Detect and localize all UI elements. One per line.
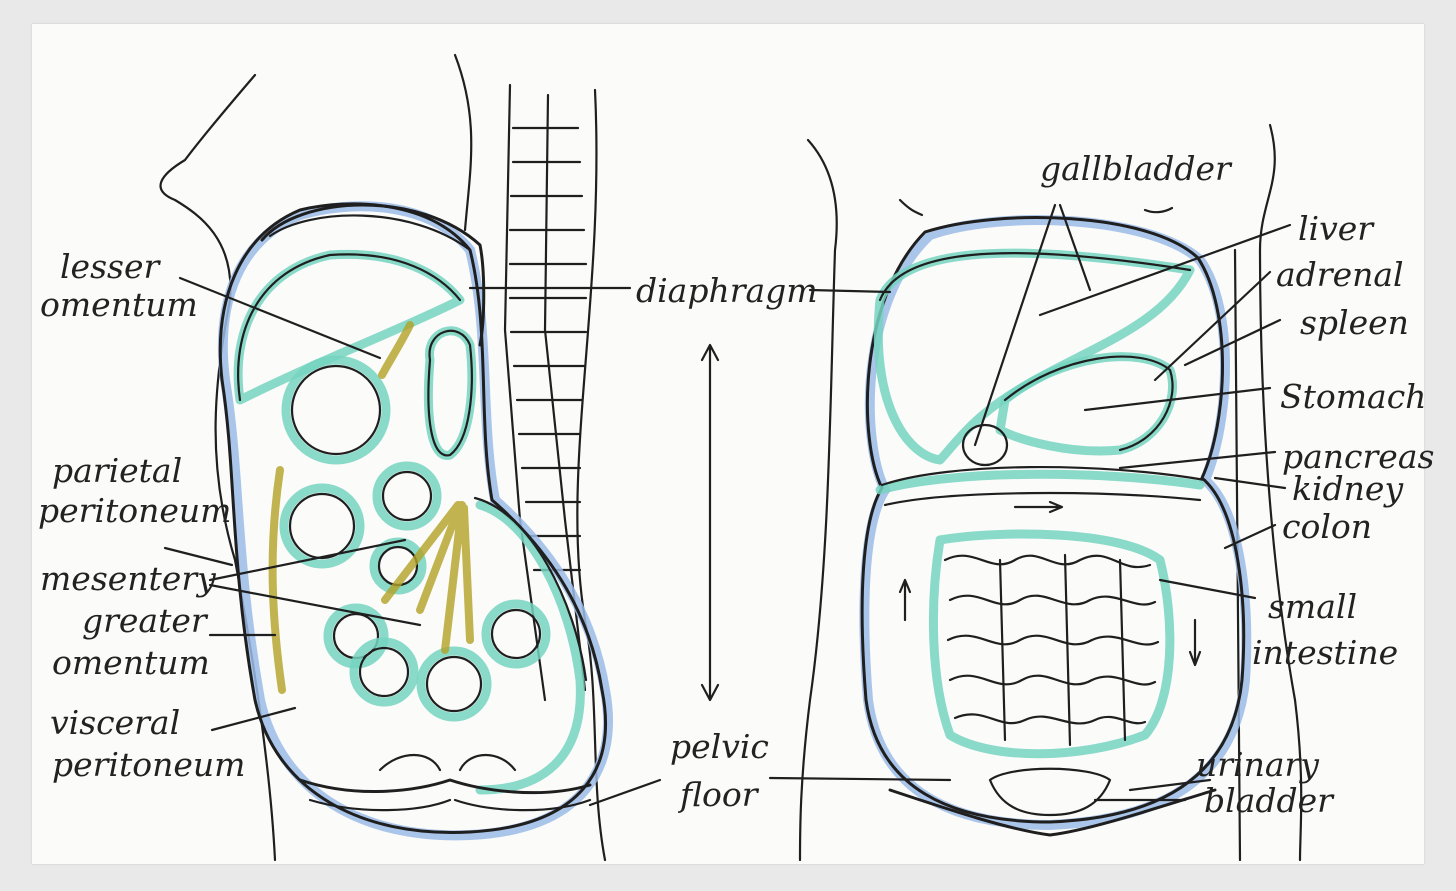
label-intestine: intestine bbox=[1252, 633, 1398, 672]
labels: lesser omentum parietal peritoneum mesen… bbox=[38, 149, 1434, 820]
small-intestine-coils bbox=[928, 529, 1175, 759]
label-spleen: spleen bbox=[1300, 303, 1409, 342]
transverse-colon bbox=[875, 469, 1205, 495]
label-liver: liver bbox=[1298, 209, 1375, 248]
frontal-view bbox=[798, 123, 1303, 862]
urinary-bladder-shape bbox=[988, 767, 1112, 817]
label-adrenal: adrenal bbox=[1276, 255, 1404, 294]
label-small: small bbox=[1268, 587, 1357, 626]
right-cavity-outline bbox=[860, 216, 1246, 824]
label-peritoneum-visceral: peritoneum bbox=[52, 745, 245, 784]
label-pancreas: pancreas bbox=[1282, 437, 1434, 476]
label-omentum-greater: omentum bbox=[52, 643, 210, 682]
back-contour bbox=[576, 88, 607, 862]
greater-omentum-gold bbox=[268, 466, 286, 694]
label-kidney: kidney bbox=[1292, 469, 1403, 508]
leader-lines bbox=[163, 203, 1292, 807]
label-stomach: Stomach bbox=[1280, 377, 1426, 416]
label-colon: colon bbox=[1282, 507, 1372, 546]
torso-right-edge bbox=[1258, 123, 1303, 862]
label-floor: floor bbox=[677, 775, 760, 814]
torso-left-edge bbox=[798, 138, 838, 862]
label-greater: greater bbox=[82, 601, 209, 640]
label-pelvic: pelvic bbox=[670, 727, 769, 766]
label-bladder: bladder bbox=[1204, 781, 1335, 820]
label-urinary: urinary bbox=[1196, 745, 1319, 784]
label-lesser: lesser bbox=[60, 247, 161, 286]
body-outline-back bbox=[453, 53, 473, 232]
label-diaphragm: diaphragm bbox=[636, 271, 818, 310]
label-visceral: visceral bbox=[50, 703, 180, 742]
sagittal-view bbox=[159, 53, 613, 862]
diaphragm-left bbox=[260, 203, 486, 347]
intestine-loops-sagittal bbox=[279, 355, 588, 795]
label-mesentery: mesentery bbox=[40, 559, 216, 598]
label-parietal: parietal bbox=[52, 451, 182, 490]
label-omentum-lesser: omentum bbox=[40, 285, 198, 324]
mesentery-fan bbox=[381, 501, 474, 654]
label-peritoneum-parietal: peritoneum bbox=[38, 491, 231, 530]
right-cavity-blue-outline bbox=[859, 215, 1252, 831]
label-gallbladder: gallbladder bbox=[1040, 149, 1233, 188]
